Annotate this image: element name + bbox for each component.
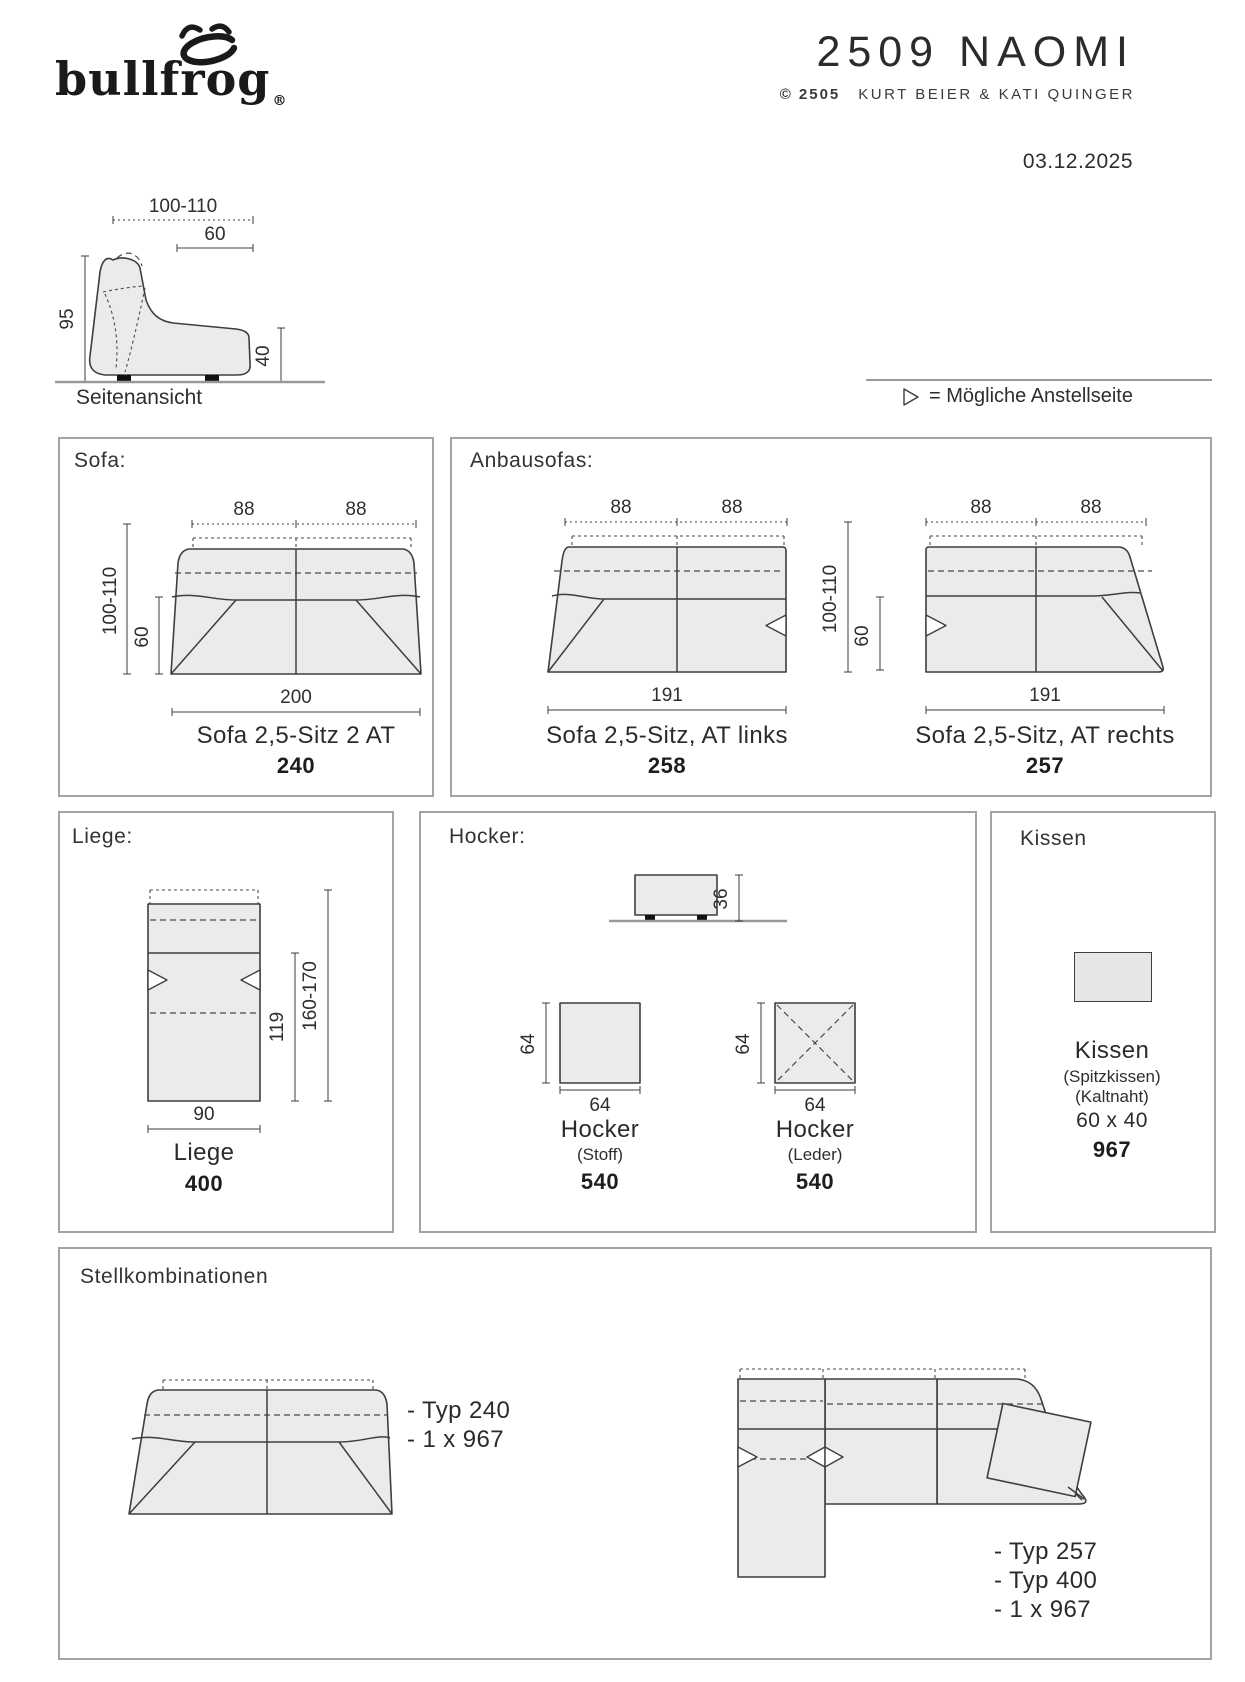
stellkombinationen-section: Stellkombinationen [58, 1247, 1212, 1660]
dim-88-right: 88 [345, 499, 366, 520]
at-rechts-caption: Sofa 2,5-Sitz, AT rechts [915, 722, 1175, 749]
dim-64-leder-h: 64 [804, 1095, 826, 1116]
brand-name: bullfrog [55, 52, 271, 106]
stellkombinationen-title: Stellkombinationen [80, 1265, 269, 1288]
dim-88-rechts-r: 88 [1080, 497, 1101, 518]
hocker-section: Hocker: 36 64 64 64 64 [419, 811, 977, 1233]
anbausofas-drawings: 88 88 191 100-110 60 88 88 [547, 497, 1165, 714]
dim-191-rechts: 191 [1029, 685, 1061, 706]
kissen-variant-2: (Kaltnaht) [1075, 1087, 1149, 1106]
hocker-stoff-caption: Hocker [560, 1116, 640, 1143]
combo2-line2: - Typ 400 [994, 1567, 1098, 1594]
side-view-label: Seitenansicht [76, 386, 203, 409]
combo2-line3: - 1 x 967 [994, 1596, 1091, 1623]
sofa-section-title: Sofa: [74, 449, 127, 472]
dim-depth-total: 100-110 [149, 196, 217, 217]
at-links-code: 258 [647, 753, 687, 778]
hocker-section-title: Hocker: [449, 825, 526, 848]
brand-logo: bullfrog® [55, 52, 287, 109]
dim-64-stoff-v: 64 [518, 1033, 539, 1055]
page-title: 2509 NAOMI [816, 28, 1135, 76]
combo2-text: - Typ 257 - Typ 400 - 1 x 967 [994, 1537, 1097, 1624]
dim-depth-shared: 100-110 [820, 565, 841, 633]
liege-section: Liege: 119 160-170 90 Liege 400 [58, 811, 394, 1233]
dim-64-stoff-h: 64 [589, 1095, 611, 1116]
at-links-caption: Sofa 2,5-Sitz, AT links [546, 722, 788, 749]
dim-90: 90 [193, 1104, 214, 1125]
anbausofas-section: Anbausofas: 88 88 191 100-110 60 [450, 437, 1212, 797]
dim-seat-depth: 60 [204, 224, 225, 245]
sofa-240-drawing: 88 88 100-110 60 200 [100, 499, 422, 716]
registered-mark: ® [272, 93, 288, 109]
kissen-variant-1: (Spitzkissen) [1063, 1067, 1161, 1086]
kissen-caption: Kissen [1074, 1037, 1150, 1064]
liege-code: 400 [184, 1171, 224, 1196]
combo1-line1: - Typ 240 [407, 1397, 511, 1424]
dim-height: 95 [57, 308, 78, 329]
dim-88-links-r: 88 [721, 497, 742, 518]
kissen-section: Kissen Kissen (Spitzkissen) (Kaltnaht) 6… [990, 811, 1216, 1233]
kissen-section-title: Kissen [1020, 827, 1087, 850]
dim-160-170: 160-170 [300, 961, 321, 1031]
hocker-leder-caption: Hocker [775, 1116, 855, 1143]
dim-seat-shared: 60 [852, 625, 873, 646]
at-rechts-code: 257 [1025, 753, 1065, 778]
kissen-drawing [1074, 952, 1152, 1002]
legend-divider [866, 379, 1212, 381]
hocker-leder-code: 540 [795, 1169, 835, 1194]
side-view-drawing: 100-110 60 95 40 [55, 196, 325, 384]
date: 03.12.2025 [1022, 150, 1133, 173]
kissen-size: 60 x 40 [1076, 1109, 1148, 1132]
liege-caption: Liege [173, 1139, 235, 1166]
anbausofas-section-title: Anbausofas: [470, 449, 594, 472]
copyright: © 2505 [779, 86, 841, 103]
copyright-line: © 2505 KURT BEIER & KATI QUINGER [780, 86, 1135, 103]
sofa-240-code: 240 [276, 753, 316, 778]
sofa-section: Sofa: 88 88 100-110 60 200 Sofa 2,5-Sitz… [58, 437, 434, 797]
dim-191-links: 191 [651, 685, 683, 706]
combo1-line2: - 1 x 967 [407, 1426, 504, 1453]
hocker-stoff-code: 540 [580, 1169, 620, 1194]
dim-119: 119 [267, 1012, 288, 1042]
frog-icon [179, 23, 238, 66]
dim-seat-height: 40 [253, 345, 274, 366]
combo1-text: - Typ 240 - 1 x 967 [407, 1396, 510, 1454]
hocker-leder-variant: (Leder) [787, 1145, 843, 1164]
dim-depth: 100-110 [100, 567, 121, 635]
stellkombinationen-drawings [128, 1368, 1092, 1578]
liege-section-title: Liege: [72, 825, 133, 848]
hocker-drawings: 36 64 64 64 64 [518, 874, 856, 1116]
dim-64-leder-v: 64 [733, 1033, 754, 1055]
anstellseite-legend: = Mögliche Anstellseite [902, 385, 1133, 408]
legend-text: = Mögliche Anstellseite [928, 385, 1133, 407]
kissen-code: 967 [1092, 1137, 1132, 1162]
dim-seat: 60 [132, 626, 153, 647]
combo2-line1: - Typ 257 [994, 1538, 1098, 1565]
liege-drawing: 119 160-170 90 [147, 889, 332, 1133]
dim-88-links-l: 88 [610, 497, 631, 518]
dim-88-left: 88 [233, 499, 254, 520]
sofa-240-caption: Sofa 2,5-Sitz 2 AT [196, 722, 396, 749]
designers: KURT BEIER & KATI QUINGER [858, 86, 1135, 103]
dim-36: 36 [711, 888, 732, 909]
dim-88-rechts-l: 88 [970, 497, 991, 518]
hocker-stoff-variant: (Stoff) [577, 1145, 623, 1164]
dim-width: 200 [280, 687, 312, 708]
anstellseite-triangle-icon [903, 387, 919, 406]
